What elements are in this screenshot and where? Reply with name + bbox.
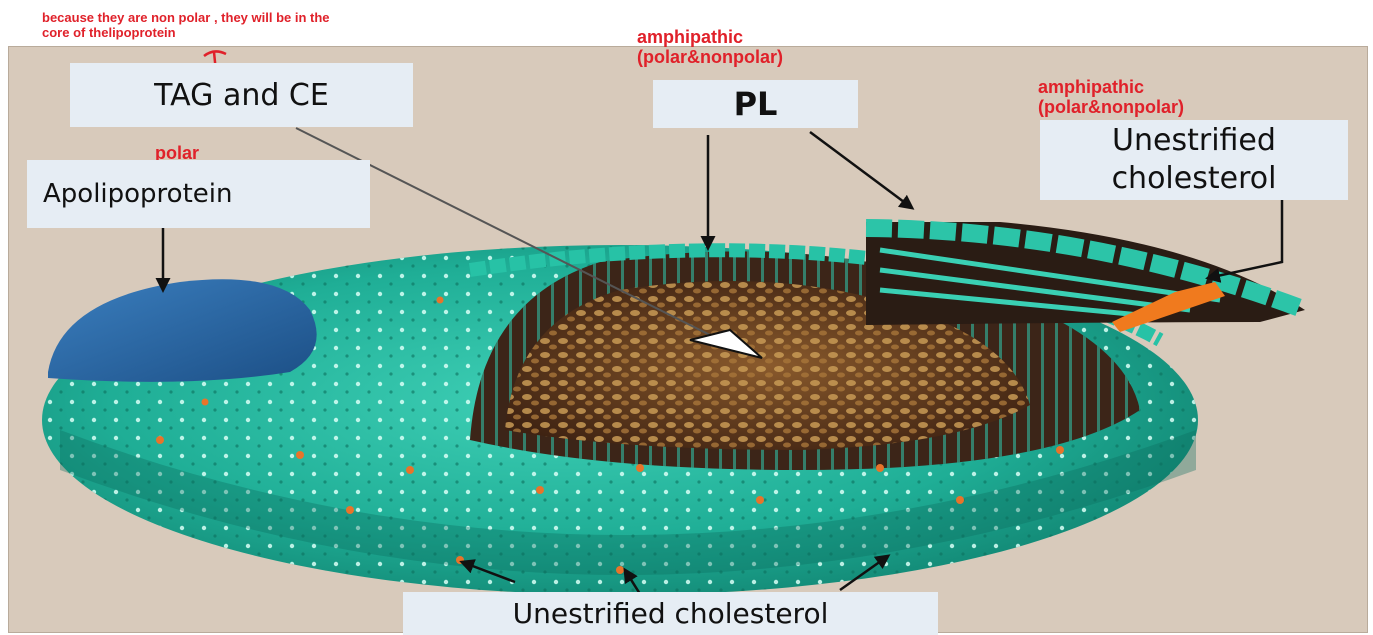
- apolipoprotein-shape: [48, 279, 317, 382]
- cholesterol-annotation-note: amphipathic (polar&nonpolar): [1038, 77, 1184, 117]
- cholesterol-annotation-line1: amphipathic: [1038, 77, 1184, 97]
- label-unestrified-cholesterol-bottom: Unestrified cholesterol: [403, 592, 938, 635]
- arrow-cholesterol-top: [1208, 200, 1282, 278]
- label-tag-ce: TAG and CE: [70, 63, 413, 127]
- pl-annotation-line2: (polar&nonpolar): [637, 47, 783, 67]
- label-unestrified-top-line1: Unestrified: [1112, 122, 1276, 160]
- label-pl: PL: [653, 80, 858, 128]
- cholesterol-annotation-line2: (polar&nonpolar): [1038, 97, 1184, 117]
- label-tag-ce-text: TAG and CE: [154, 78, 329, 113]
- label-unestrified-top-line2: cholesterol: [1112, 160, 1277, 198]
- pl-annotation-line1: amphipathic: [637, 27, 783, 47]
- pl-annotation-note: amphipathic (polar&nonpolar): [637, 27, 783, 67]
- core-annotation-line2: core of thelipoprotein: [42, 25, 602, 40]
- core-annotation-line1: because they are non polar , they will b…: [42, 10, 602, 25]
- label-apolipoprotein-text: Apolipoprotein: [43, 179, 232, 209]
- arrow-pl-right: [810, 132, 912, 208]
- core-annotation-note: because they are non polar , they will b…: [42, 10, 602, 40]
- label-unestrified-cholesterol-top: Unestrified cholesterol: [1040, 120, 1348, 200]
- label-unestrified-bottom-text: Unestrified cholesterol: [513, 597, 829, 630]
- label-pl-text: PL: [734, 85, 778, 123]
- label-apolipoprotein: Apolipoprotein: [27, 160, 370, 228]
